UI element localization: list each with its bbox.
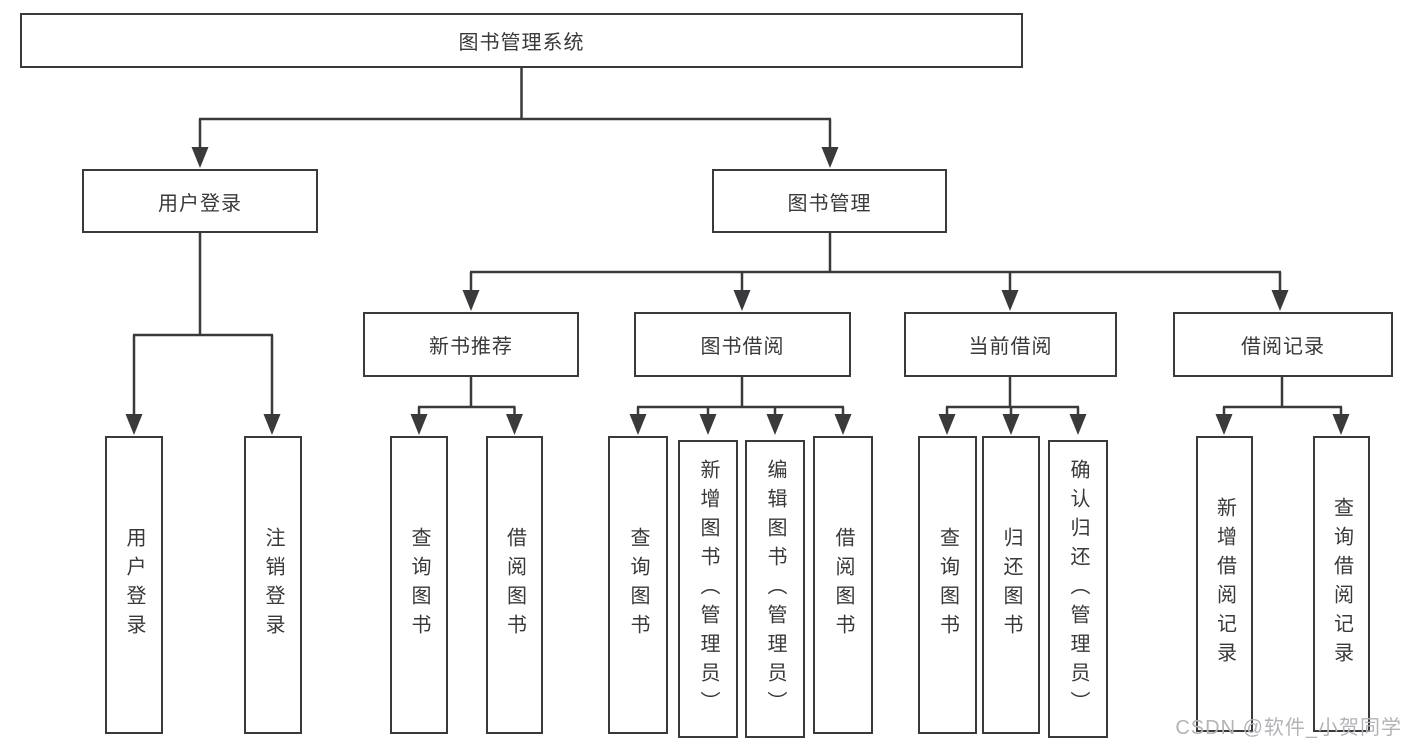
leaf-borrow-books-2: 借阅图书 [813,436,873,734]
leaf-query-borrow-record: 查询借阅记录 [1313,436,1370,732]
leaf-add-books-admin: 新增图书（管理员） [678,440,738,738]
csdn-watermark: CSDN @软件_小贺同学 [1175,717,1402,739]
leaf-borrow-books-1: 借阅图书 [486,436,543,734]
node-root-library-management-system: 图书管理系统 [20,13,1023,68]
node-book-borrowing: 图书借阅 [634,312,851,377]
leaf-query-books-2: 查询图书 [608,436,668,734]
node-user-login-module: 用户登录 [82,169,318,233]
leaf-confirm-return-admin: 确认归还（管理员） [1048,440,1108,738]
leaf-return-books: 归还图书 [982,436,1040,734]
leaf-edit-books-admin: 编辑图书（管理员） [745,440,805,738]
leaf-user-login: 用户登录 [105,436,163,734]
node-borrowing-records: 借阅记录 [1173,312,1393,377]
leaf-query-books-1: 查询图书 [390,436,448,734]
leaf-query-books-3: 查询图书 [918,436,977,734]
node-current-borrowing: 当前借阅 [904,312,1117,377]
leaf-add-borrow-record: 新增借阅记录 [1196,436,1253,732]
leaf-logout: 注销登录 [244,436,302,734]
node-book-management-module: 图书管理 [712,169,947,233]
node-new-book-recommend: 新书推荐 [363,312,579,377]
